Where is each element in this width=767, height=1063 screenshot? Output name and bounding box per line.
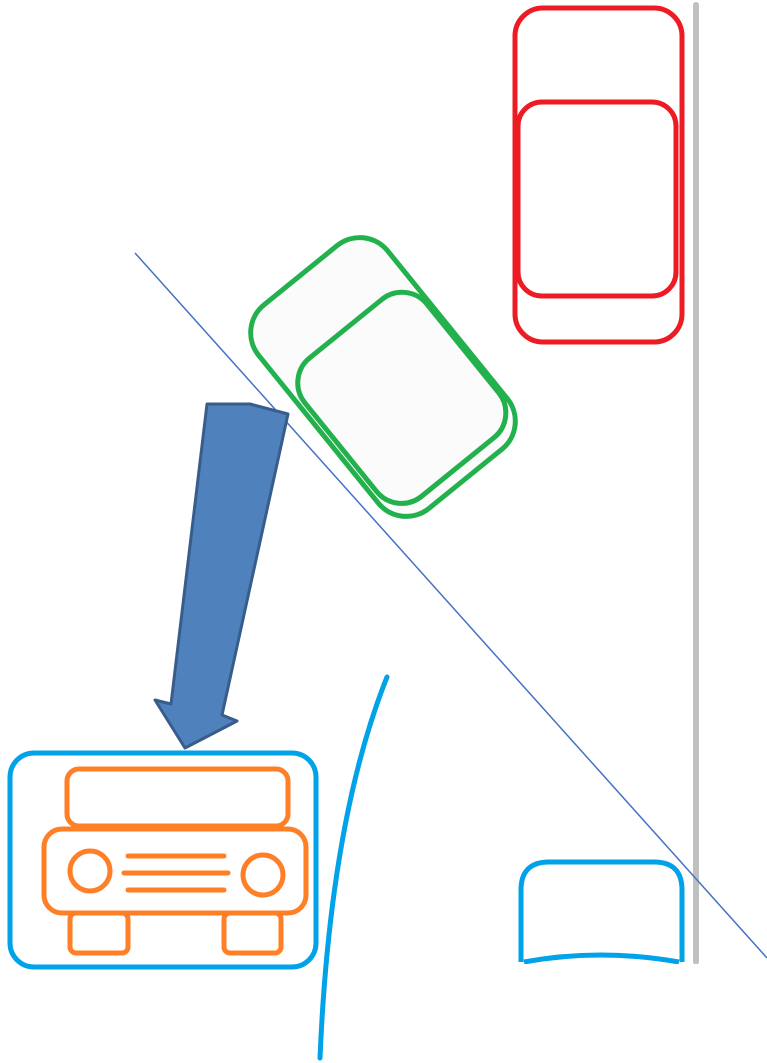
turning-car-body <box>248 235 518 519</box>
oncoming-car-headlight-right <box>240 852 286 898</box>
sight-line <box>134 252 767 959</box>
oncoming-car-wheel-right <box>221 910 284 956</box>
oncoming-car-wheel-left <box>67 910 131 956</box>
car-front-view-icon <box>41 766 309 956</box>
partial-car-cyan <box>518 859 685 965</box>
cutoff-mask <box>500 964 710 994</box>
parked-car-red <box>512 5 685 345</box>
oncoming-car-body <box>41 826 309 916</box>
turning-car-green <box>248 235 518 519</box>
partial-car-roof <box>523 952 680 965</box>
parked-car-roof <box>515 99 679 299</box>
arrow-down-left-icon <box>153 402 290 750</box>
road-edge-curve <box>317 674 390 1061</box>
oncoming-car-headlight-left <box>67 848 113 894</box>
turning-car-roof <box>295 289 509 506</box>
oncoming-car-frame <box>7 750 319 970</box>
oncoming-car-windshield <box>64 766 291 829</box>
partial-car-body <box>518 859 685 962</box>
parked-car-body <box>512 5 685 345</box>
